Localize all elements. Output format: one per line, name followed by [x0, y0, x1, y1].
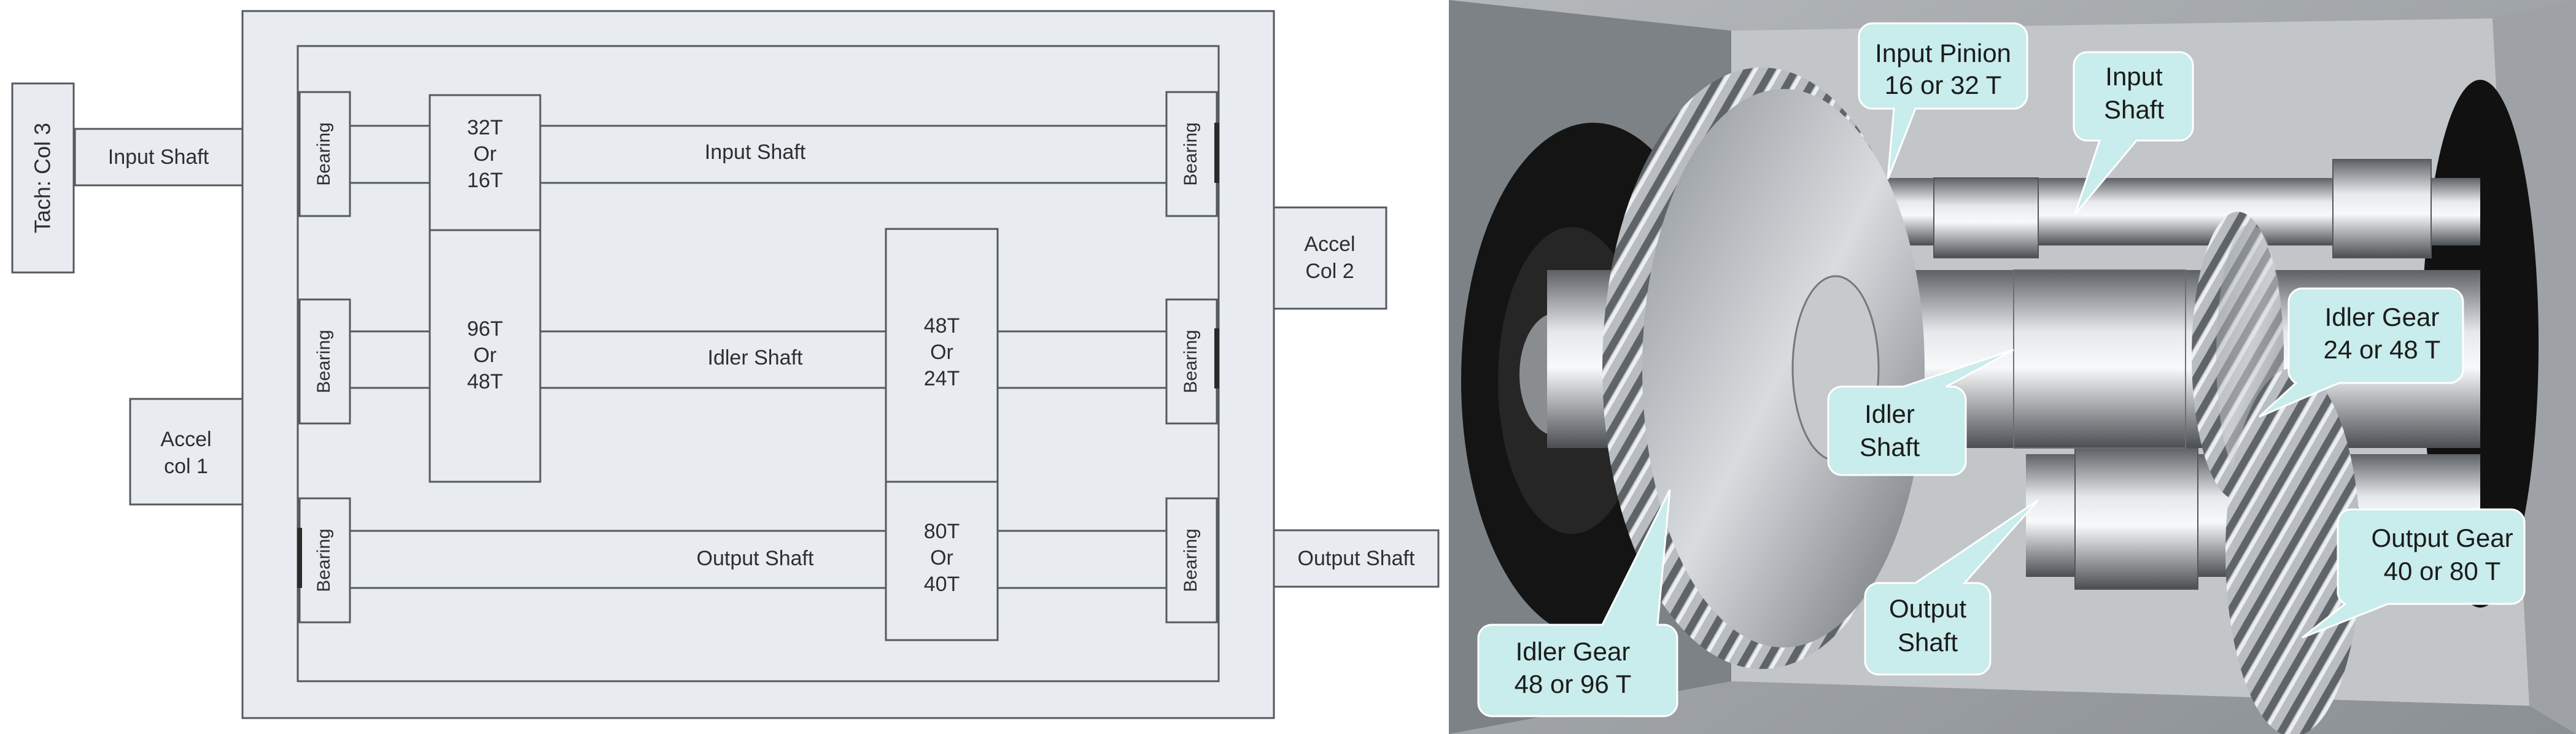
svg-text:Bearing: Bearing	[314, 330, 334, 393]
gear-input-block: 32T Or 16T	[429, 94, 541, 231]
svg-text:16T: 16T	[467, 169, 503, 192]
svg-text:48 or 96 T: 48 or 96 T	[1515, 670, 1632, 698]
input-shaft-label: Input Shaft	[705, 141, 806, 164]
svg-text:Bearing: Bearing	[1181, 528, 1201, 592]
callout-output-gear: Output Gear 40 or 80 T	[2302, 508, 2526, 639]
input-shaft-outer-box	[74, 128, 244, 187]
gearbox-photo: Input Pinion 16 or 32 T Input Shaft Idle…	[1449, 0, 2576, 734]
svg-text:Bearing: Bearing	[1181, 330, 1201, 393]
callout-idler-gear-small: Idler Gear 24 or 48 T	[2258, 287, 2464, 418]
accel-col2-line2: Col 2	[1305, 260, 1354, 283]
svg-text:Or: Or	[930, 341, 953, 364]
gear-idler-big-block: 96T Or 48T	[429, 229, 541, 483]
svg-text:Input Pinion: Input Pinion	[1875, 39, 2011, 68]
idler-shaft-label: Idler Shaft	[708, 346, 804, 369]
svg-text:Shaft: Shaft	[1898, 628, 1958, 657]
input-shaft-outer-label: Input Shaft	[108, 145, 209, 169]
svg-text:32T: 32T	[467, 116, 503, 139]
big-idler-gear	[1602, 68, 1925, 669]
accel-col2-line1: Accel	[1304, 233, 1355, 256]
gearbox-schematic: Tach: Col 3 Input Shaft Accel col 1 Acce…	[11, 10, 1440, 719]
output-shaft-outer-box	[1273, 529, 1440, 588]
accel-col1-block	[129, 398, 244, 506]
bearing-output-right: Bearing	[1165, 497, 1218, 624]
bearing-input-right: Bearing	[1165, 91, 1219, 217]
svg-text:Idler Gear: Idler Gear	[1516, 637, 1631, 666]
output-gear	[2225, 368, 2361, 734]
bearing-output-left: Bearing	[297, 497, 351, 624]
housing	[241, 10, 1275, 719]
svg-text:Shaft: Shaft	[2104, 95, 2164, 124]
accel-col2-block	[1273, 206, 1387, 310]
output-shaft-outer-label: Output Shaft	[1298, 547, 1415, 570]
svg-text:Output Gear: Output Gear	[2371, 523, 2513, 552]
svg-text:Or: Or	[473, 344, 497, 367]
callout-input-shaft: Input Shaft	[2073, 51, 2194, 215]
svg-text:Input: Input	[2105, 62, 2163, 91]
tach-label: Tach: Col 3	[30, 123, 55, 233]
svg-text:40T: 40T	[924, 573, 960, 596]
callout-idler-gear-big: Idler Gear 48 or 96 T	[1477, 489, 1678, 717]
gear-idler-small-block: 48T Or 24T	[885, 228, 999, 483]
callout-idler-shaft: Idler Shaft	[1827, 349, 2014, 476]
svg-text:96T: 96T	[467, 317, 503, 341]
svg-text:16 or 32 T: 16 or 32 T	[1885, 71, 2002, 99]
svg-text:Bearing: Bearing	[314, 528, 334, 592]
svg-text:48T: 48T	[924, 314, 960, 338]
tach-block	[11, 82, 75, 274]
callout-input-pinion: Input Pinion 16 or 32 T	[1858, 22, 2028, 180]
bearing-idler-left: Bearing	[298, 298, 351, 425]
output-shaft-label: Output Shaft	[697, 547, 814, 570]
svg-text:80T: 80T	[924, 520, 960, 543]
svg-text:Output: Output	[1889, 594, 1966, 623]
accel-col1-line2: col 1	[164, 455, 208, 478]
svg-text:24 or 48 T: 24 or 48 T	[2324, 335, 2441, 364]
svg-text:Idler Gear: Idler Gear	[2325, 303, 2440, 331]
svg-text:Shaft: Shaft	[1860, 433, 1920, 462]
bearing-input-left: Bearing	[298, 91, 351, 217]
gear-output-block: 80T Or 40T	[885, 481, 999, 641]
svg-text:Or: Or	[473, 142, 497, 166]
svg-text:24T: 24T	[924, 367, 960, 390]
bearing-idler-right: Bearing	[1165, 298, 1219, 425]
svg-text:Bearing: Bearing	[1181, 122, 1201, 185]
svg-text:Idler: Idler	[1864, 400, 1915, 428]
svg-text:Bearing: Bearing	[314, 122, 334, 185]
svg-text:48T: 48T	[467, 370, 503, 393]
svg-text:40 or 80 T: 40 or 80 T	[2384, 557, 2501, 585]
accel-col1-line1: Accel	[160, 428, 211, 451]
callout-output-shaft: Output Shaft	[1864, 499, 2039, 676]
svg-text:Or: Or	[930, 546, 953, 570]
